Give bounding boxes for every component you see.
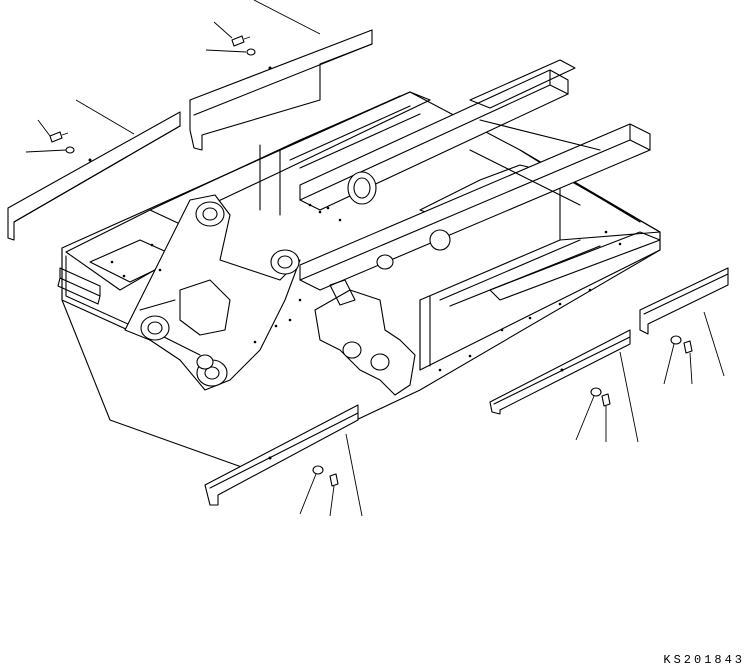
main-frame [58, 92, 660, 470]
left-cover [8, 112, 180, 240]
right-cover-upper [640, 268, 728, 334]
top-cover [190, 30, 372, 150]
centre-bosses [348, 172, 450, 269]
drawing-code-label: KS201843 [663, 653, 745, 667]
swing-bracket [315, 280, 415, 395]
right-cover-lower [490, 330, 630, 414]
bolt-dots [110, 203, 622, 372]
boom-foot-bracket [125, 195, 300, 390]
bolt-washer-set [50, 36, 692, 486]
leader-lines [26, 0, 724, 516]
lower-cover [205, 405, 358, 505]
